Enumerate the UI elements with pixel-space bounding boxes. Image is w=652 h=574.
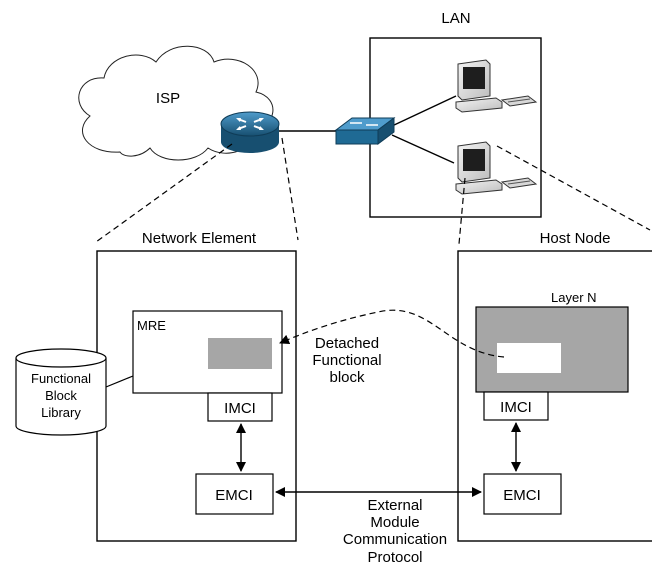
emci-box-left: [195, 473, 274, 515]
functional-block-slot: [208, 338, 272, 369]
computer-icon-2: [455, 141, 538, 195]
switch-computer-link-2: [391, 134, 455, 164]
library-label-line-2: Block: [45, 388, 77, 403]
computer-icon-1: [455, 59, 538, 113]
library-label-line-1: Functional: [31, 371, 91, 386]
imci-box-left: [207, 392, 273, 422]
imci-box-right: [483, 391, 549, 421]
database-icon: [15, 348, 107, 436]
detached-block-path: [279, 309, 505, 358]
zoom-line-host-right: [496, 145, 651, 231]
protocol-label-line-4: Protocol: [367, 549, 422, 566]
mre-label: MRE: [137, 318, 166, 333]
router-icon: [220, 111, 280, 153]
zoom-line-router-right: [281, 137, 299, 241]
protocol-label-line-3: Communication: [343, 531, 447, 548]
library-mre-link: [105, 375, 134, 388]
switch-computer-link-1: [391, 95, 457, 127]
imci-label-left: IMCI: [224, 400, 256, 417]
emci-label-left: EMCI: [215, 487, 253, 504]
detached-label-line-3: block: [329, 369, 365, 386]
switch-icon: [334, 117, 396, 145]
emci-label-right: EMCI: [503, 487, 541, 504]
detached-label-line-2: Functional: [312, 352, 381, 369]
network-element-label: Network Element: [142, 230, 257, 247]
protocol-label-line-2: Module: [370, 514, 419, 531]
library-label-line-3: Library: [41, 405, 81, 420]
isp-label: ISP: [156, 90, 180, 107]
host-node-label: Host Node: [540, 230, 611, 247]
emci-box-right: [483, 473, 562, 515]
lan-label: LAN: [441, 10, 470, 27]
protocol-label-line-1: External: [367, 497, 422, 514]
detached-block: [497, 343, 561, 373]
detached-label-line-1: Detached: [315, 335, 379, 352]
zoom-line-router-left: [95, 143, 233, 243]
layer-n-label: Layer N: [551, 290, 597, 305]
zoom-line-host-left: [458, 177, 466, 245]
imci-label-right: IMCI: [500, 399, 532, 416]
